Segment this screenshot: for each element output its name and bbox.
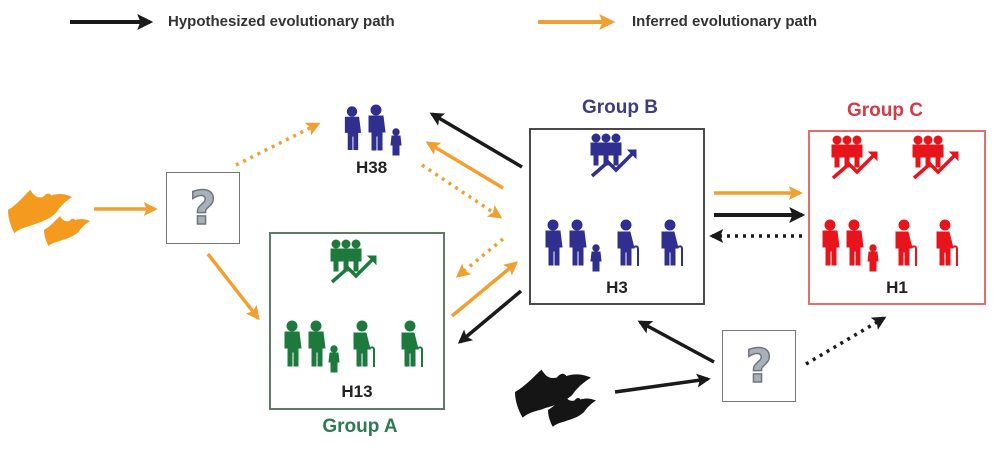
group-a-box: H13 (269, 232, 445, 410)
group-a-node-label: H13 (341, 382, 373, 401)
orange-bats-icon (8, 189, 90, 246)
edge-unknown-left-to-group-a (206, 252, 260, 321)
group-c-box: H1 (808, 130, 986, 305)
group-c-node-label: H1 (886, 278, 908, 297)
legend-inferred-label: Inferred evolutionary path (632, 13, 818, 30)
edge-group-b-to-h38-inferred (425, 141, 504, 190)
question-mark-icon: ? (745, 339, 773, 393)
edge-unknown-right-to-group-b (637, 320, 715, 364)
edge-group-b-to-group-a-hypothesized (457, 289, 523, 344)
black-bats-icon (515, 369, 596, 427)
question-mark-icon: ? (189, 181, 217, 235)
edge-bats-to-unknown-right (614, 373, 711, 394)
edge-unknown-left-to-h38 (235, 122, 321, 167)
group-b-box: H3 (529, 128, 705, 305)
group-a-title: Group A (322, 416, 398, 437)
group-b-node-label: H3 (606, 278, 628, 297)
group-b-title: Group B (582, 97, 658, 118)
unknown-left-box: ? (166, 172, 240, 244)
legend-hypothesized-label: Hypothesized evolutionary path (168, 13, 395, 30)
edge-group-b-to-group-a-dotted (455, 237, 505, 278)
unknown-right-box: ? (722, 330, 796, 402)
edge-unknown-right-to-group-c (805, 316, 887, 366)
edge-group-a-to-group-b (450, 261, 519, 318)
edge-group-b-to-h38-hypothesized (429, 112, 523, 169)
group-c-title: Group C (847, 100, 923, 121)
h38-label: H38 (356, 158, 388, 177)
edge-h38-to-group-b (421, 163, 503, 219)
h38-family-icon (344, 104, 402, 156)
